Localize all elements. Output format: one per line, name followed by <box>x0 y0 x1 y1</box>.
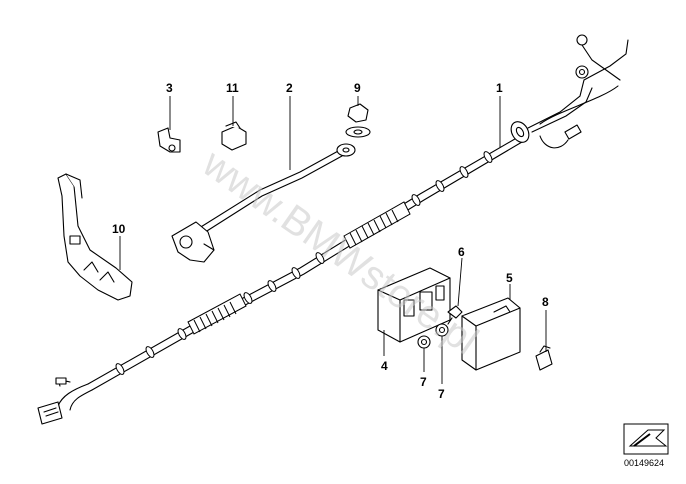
diagram-number: 00149624 <box>624 458 664 468</box>
part-6-screw <box>447 305 463 325</box>
callout-4: 4 <box>381 359 388 373</box>
harness-clips <box>115 151 493 375</box>
part-7-nut-a <box>417 335 431 349</box>
diagram-nav-icon[interactable] <box>623 423 669 455</box>
battery-clamp <box>171 221 215 263</box>
callout-9: 9 <box>354 81 361 95</box>
end-connector-left <box>37 401 63 425</box>
part-8-clip <box>535 345 553 371</box>
harness-grommet <box>510 121 530 143</box>
part-7-nut-b <box>435 323 449 337</box>
callout-5: 5 <box>506 271 513 285</box>
callout-1: 1 <box>496 81 503 95</box>
cable-eyelet <box>336 143 356 157</box>
corrugated-tube-lower <box>187 293 247 335</box>
corrugated-tube-upper <box>343 201 411 249</box>
part-1-wiring-harness <box>37 34 629 425</box>
ring-terminal-top <box>575 34 621 81</box>
small-plug-left <box>55 377 67 385</box>
part-4-distribution-box <box>377 267 451 343</box>
callout-11: 11 <box>226 81 239 95</box>
callout-8: 8 <box>542 295 549 309</box>
callout-3: 3 <box>166 81 173 95</box>
part-11-holder <box>221 121 247 151</box>
branch-connector <box>564 124 582 140</box>
callout-6: 6 <box>458 245 465 259</box>
watermark-text: www.BMWstore.pl <box>194 141 486 364</box>
part-9-nut <box>345 103 371 138</box>
callout-7a: 7 <box>420 375 427 389</box>
callout-labels: 1 2 3 4 5 6 7 7 8 9 10 11 <box>112 81 549 401</box>
part-2-battery-cable <box>171 143 356 263</box>
part-10-bracket <box>57 173 133 301</box>
part-3-clip <box>157 127 181 153</box>
callout-10: 10 <box>112 222 126 236</box>
callout-7b: 7 <box>438 387 445 401</box>
part-5-cover <box>461 297 521 371</box>
callout-2: 2 <box>286 81 293 95</box>
leader-lines <box>119 96 547 384</box>
